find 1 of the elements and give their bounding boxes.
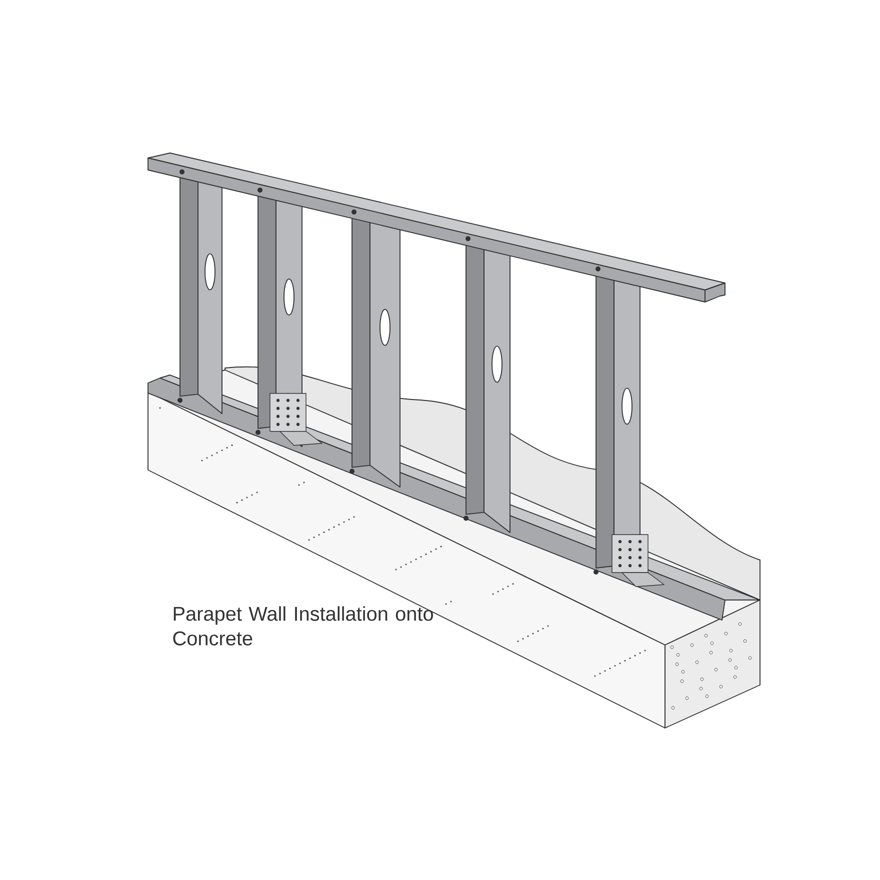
caption: Parapet Wall Installation onto Concrete xyxy=(173,606,433,646)
